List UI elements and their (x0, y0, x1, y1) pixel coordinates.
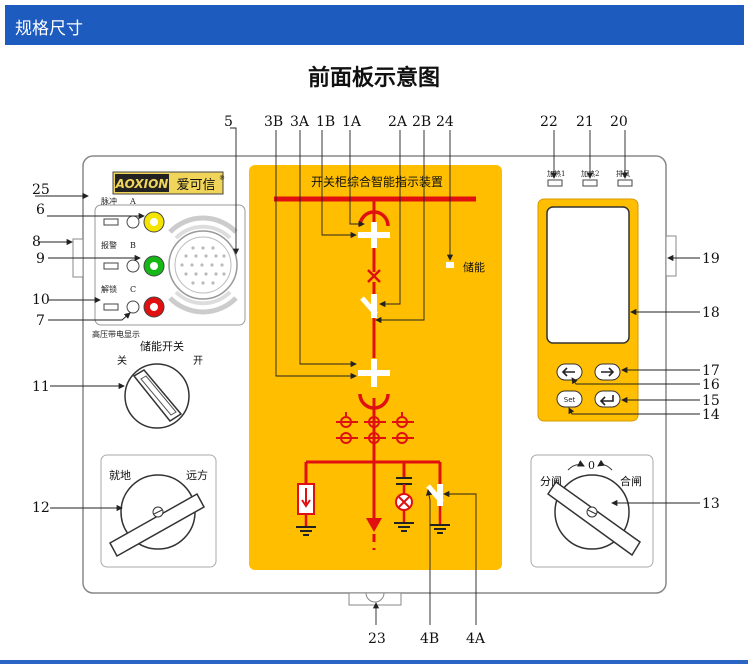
breaker-1-symbol (358, 222, 390, 248)
callout-15: 15 (702, 393, 720, 409)
storage-indicator (446, 262, 454, 268)
brand-logo: AOXION 爱可信 ® (112, 171, 225, 195)
callout-8: 8 (32, 234, 41, 250)
callout-7: 7 (36, 313, 45, 329)
alarm-label: 报警 (101, 240, 117, 250)
set-key-label: Set (564, 396, 576, 404)
pulse-label: 脉冲 (101, 196, 117, 206)
callout-23: 23 (368, 631, 386, 647)
callout-10: 10 (32, 292, 50, 308)
callout-1b: 1B (316, 114, 335, 130)
brand-name: 爱可信 (176, 178, 215, 193)
fan-led (617, 179, 633, 187)
close-label: 合闸 (620, 474, 642, 488)
local-label: 就地 (109, 468, 131, 482)
speaker-grille (168, 215, 238, 315)
callout-24: 24 (436, 114, 454, 130)
diagram-title: 前面板示意图 (307, 66, 440, 91)
fan-label: 排风 (616, 169, 630, 178)
storage-switch-label: 储能开关 (140, 339, 184, 353)
current-transformers (336, 412, 414, 444)
brand-logo-text: AOXION (115, 177, 169, 191)
callout-4b: 4B (420, 631, 439, 647)
callout-14: 14 (702, 407, 720, 423)
callout-3b: 3B (264, 114, 283, 130)
right-key[interactable] (594, 363, 621, 381)
local-remote-knob[interactable] (108, 474, 206, 558)
header-title: 规格尺寸 (15, 19, 83, 39)
device-title: 开关柜综合智能指示装置 (311, 174, 443, 189)
callout-20: 20 (610, 114, 628, 130)
unlock-label: 解锁 (101, 284, 117, 294)
brand-reg: ® (219, 175, 225, 182)
remote-label: 远方 (186, 468, 208, 482)
callout-9: 9 (36, 251, 45, 267)
header-bar: 规格尺寸 (5, 5, 744, 45)
surge-arrester (296, 483, 316, 536)
callout-25: 25 (32, 182, 50, 198)
callout-2b: 2B (412, 114, 431, 130)
callout-5: 5 (224, 114, 233, 130)
switch-on-label: 开 (193, 356, 203, 367)
callout-16: 16 (702, 377, 720, 393)
breaker-2-symbol (358, 359, 390, 387)
storage-switch-knob[interactable] (124, 363, 190, 429)
live-indicator-symbol (394, 477, 414, 532)
switch-off-label: 关 (117, 354, 127, 367)
callout-1a: 1A (342, 114, 362, 130)
open-close-knob[interactable] (546, 474, 642, 557)
callout-11: 11 (32, 379, 50, 395)
lcd-screen (546, 206, 630, 344)
phase-a-label: A (129, 197, 136, 206)
bottom-border (0, 660, 748, 664)
callout-17: 17 (702, 363, 720, 379)
storage-label: 储能 (463, 260, 485, 274)
indicator-row-c (103, 296, 165, 318)
heat1-label: 加热1 (547, 169, 565, 178)
right-mount-tab (665, 235, 677, 277)
hv-display-label: 高压带电显示 (92, 329, 140, 339)
left-key[interactable] (556, 363, 583, 381)
zero-label: 0 (588, 459, 595, 472)
phase-b-label: B (130, 241, 136, 250)
callout-3a: 3A (290, 114, 310, 130)
set-key[interactable]: Set (556, 390, 583, 408)
callout-12: 12 (32, 500, 50, 516)
callout-6: 6 (36, 202, 45, 218)
heat1-led (547, 179, 563, 187)
indicator-row-a (103, 211, 165, 233)
callout-19: 19 (702, 251, 720, 267)
callout-4a: 4A (466, 631, 486, 647)
callout-21: 21 (576, 114, 594, 130)
indicator-row-b (103, 255, 165, 277)
single-line-diagram (274, 196, 476, 550)
phase-c-label: C (130, 285, 136, 294)
bottom-mount-tab (348, 592, 402, 606)
callout-2a: 2A (388, 114, 408, 130)
callout-18: 18 (702, 305, 720, 321)
callout-22: 22 (540, 114, 558, 130)
enter-key[interactable] (594, 390, 621, 408)
callout-13: 13 (702, 496, 720, 512)
earth-switch-ground (430, 506, 450, 534)
heat2-led (582, 179, 598, 187)
